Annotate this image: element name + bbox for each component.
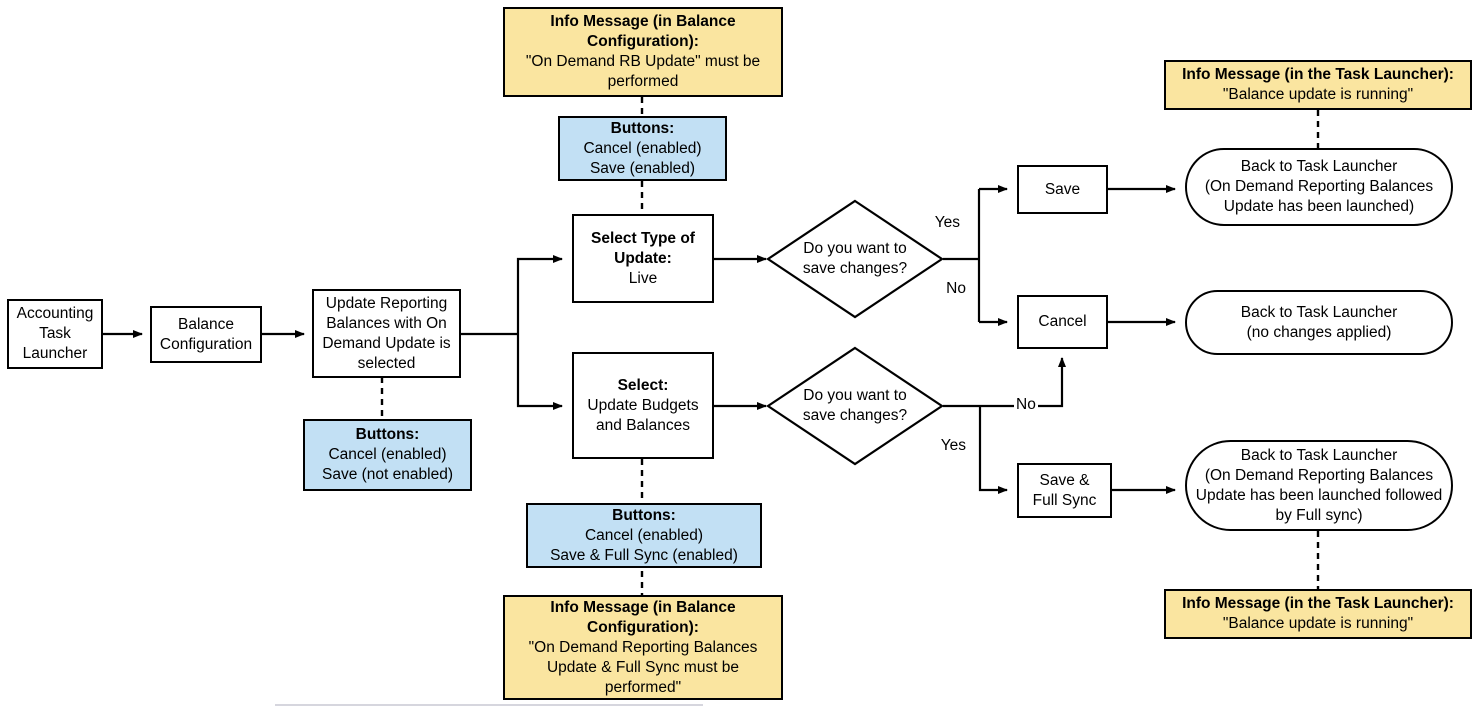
- node-save-full-sync-line1: Save &: [1039, 471, 1090, 489]
- node-end-no-changes: Back to Task Launcher (no changes applie…: [1185, 290, 1453, 355]
- node-update-reporting-balances[interactable]: Update Reporting Balances with On Demand…: [312, 289, 461, 378]
- note-info-bottom-right: Info Message (in the Task Launcher): "Ba…: [1164, 589, 1472, 639]
- note-info-top-center-line1: "On Demand RB Update" must be: [525, 53, 761, 70]
- node-update-reporting-balances-line4: selected: [357, 354, 416, 372]
- node-accounting-task-launcher-line3: Launcher: [22, 345, 88, 362]
- node-select-update-budgets-line2: and Balances: [596, 416, 690, 434]
- note-buttons-bottom-center: Buttons: Cancel (enabled) Save & Full Sy…: [526, 503, 762, 568]
- node-select-type-of-update-heading1: Select Type of: [591, 229, 695, 247]
- edge-label-top-no: No: [944, 280, 968, 298]
- node-balance-configuration-line2: Configuration: [159, 335, 253, 353]
- node-save[interactable]: Save: [1017, 165, 1108, 214]
- note-buttons-bottom-center-heading: Buttons:: [612, 506, 676, 524]
- node-select-type-of-update-heading2: Update:: [614, 249, 672, 267]
- node-end-no-changes-line2: (no changes applied): [1246, 323, 1392, 341]
- node-end-launched-line3: Update has been launched): [1223, 198, 1415, 215]
- node-end-launched-full-sync-line3: Update has been launched followed: [1195, 486, 1443, 504]
- node-end-launched-full-sync-line1: Back to Task Launcher: [1240, 446, 1398, 464]
- node-end-no-changes-line1: Back to Task Launcher: [1240, 303, 1398, 321]
- node-decision-top-line2: save changes?: [802, 260, 908, 277]
- node-end-launched-full-sync: Back to Task Launcher (On Demand Reporti…: [1185, 440, 1453, 531]
- node-decision-top[interactable]: Do you want to save changes?: [766, 199, 944, 319]
- edge-label-bottom-no: No: [1014, 396, 1038, 414]
- note-buttons-left-line1: Cancel (enabled): [328, 446, 447, 463]
- node-accounting-task-launcher-line2: Task: [39, 325, 71, 342]
- node-update-reporting-balances-line1: Update Reporting: [325, 294, 448, 312]
- node-balance-configuration-line1: Balance: [177, 315, 234, 333]
- node-save-full-sync[interactable]: Save & Full Sync: [1017, 463, 1112, 518]
- node-end-launched-full-sync-line2: (On Demand Reporting Balances: [1204, 466, 1434, 484]
- note-buttons-bottom-center-line2: Save & Full Sync (enabled): [550, 546, 738, 564]
- note-info-top-center: Info Message (in Balance Configuration):…: [503, 7, 783, 97]
- footer-divider: [275, 704, 703, 706]
- decision-top-shape: [766, 199, 944, 319]
- decision-bottom-shape: [766, 346, 944, 466]
- node-decision-bottom-line2: save changes?: [802, 407, 908, 424]
- node-end-launched-line1: Back to Task Launcher: [1240, 158, 1398, 175]
- node-select-update-budgets-line1: Update Budgets: [587, 396, 699, 414]
- note-buttons-left-line2: Save (not enabled): [322, 466, 453, 483]
- node-balance-configuration[interactable]: Balance Configuration: [150, 306, 262, 363]
- note-info-top-right-heading: Info Message (in the Task Launcher):: [1182, 66, 1454, 83]
- note-info-bottom-right-line1: "Balance update is running": [1222, 615, 1414, 632]
- node-select-update-budgets-heading: Select:: [617, 376, 669, 394]
- note-info-bottom-center-line3: performed": [604, 678, 682, 696]
- note-info-bottom-center: Info Message (in Balance Configuration):…: [503, 595, 783, 700]
- node-save-full-sync-line2: Full Sync: [1032, 491, 1097, 509]
- note-buttons-top-center-heading: Buttons:: [610, 119, 675, 137]
- note-buttons-top-center-line1: Cancel (enabled): [583, 139, 702, 157]
- node-update-reporting-balances-line2: Balances with On: [326, 314, 447, 332]
- node-update-reporting-balances-line3: Demand Update is: [322, 334, 451, 352]
- node-end-launched-full-sync-line4: by Full sync): [1275, 506, 1363, 524]
- note-info-top-center-heading1: Info Message (in Balance: [550, 13, 736, 30]
- node-accounting-task-launcher-line1: Accounting: [16, 305, 94, 322]
- node-end-launched: Back to Task Launcher (On Demand Reporti…: [1185, 148, 1453, 226]
- node-save-label: Save: [1044, 180, 1081, 198]
- note-info-top-right: Info Message (in the Task Launcher): "Ba…: [1164, 60, 1472, 110]
- note-buttons-top-center-line2: Save (enabled): [589, 159, 696, 177]
- note-info-top-center-line2: performed: [607, 73, 679, 90]
- node-decision-top-line1: Do you want to: [803, 240, 907, 257]
- note-info-top-right-line1: "Balance update is running": [1222, 86, 1414, 103]
- node-decision-bottom-line1: Do you want to: [803, 387, 907, 404]
- node-cancel[interactable]: Cancel: [1017, 295, 1108, 349]
- note-info-bottom-center-line2: Update & Full Sync must be: [546, 658, 740, 676]
- node-select-type-of-update[interactable]: Select Type of Update: Live: [572, 214, 714, 303]
- note-buttons-left: Buttons: Cancel (enabled) Save (not enab…: [303, 419, 472, 491]
- note-info-bottom-center-heading1: Info Message (in Balance: [550, 598, 736, 616]
- node-cancel-label: Cancel: [1038, 313, 1087, 330]
- note-info-bottom-center-heading2: Configuration):: [587, 618, 699, 636]
- note-info-top-center-heading2: Configuration):: [587, 33, 699, 50]
- node-accounting-task-launcher[interactable]: Accounting Task Launcher: [7, 299, 103, 369]
- edge-label-bottom-yes: Yes: [938, 437, 968, 455]
- node-select-update-budgets-and-balances[interactable]: Select: Update Budgets and Balances: [572, 352, 714, 459]
- note-info-bottom-right-heading: Info Message (in the Task Launcher):: [1182, 595, 1454, 612]
- node-end-launched-line2: (On Demand Reporting Balances: [1204, 178, 1434, 195]
- note-info-bottom-center-line1: "On Demand Reporting Balances: [528, 638, 758, 656]
- note-buttons-left-heading: Buttons:: [355, 426, 420, 443]
- node-select-type-of-update-value: Live: [628, 269, 658, 287]
- note-buttons-bottom-center-line1: Cancel (enabled): [584, 526, 704, 544]
- edge-label-top-yes: Yes: [932, 214, 962, 232]
- node-decision-bottom[interactable]: Do you want to save changes?: [766, 346, 944, 466]
- note-buttons-top-center: Buttons: Cancel (enabled) Save (enabled): [558, 116, 727, 181]
